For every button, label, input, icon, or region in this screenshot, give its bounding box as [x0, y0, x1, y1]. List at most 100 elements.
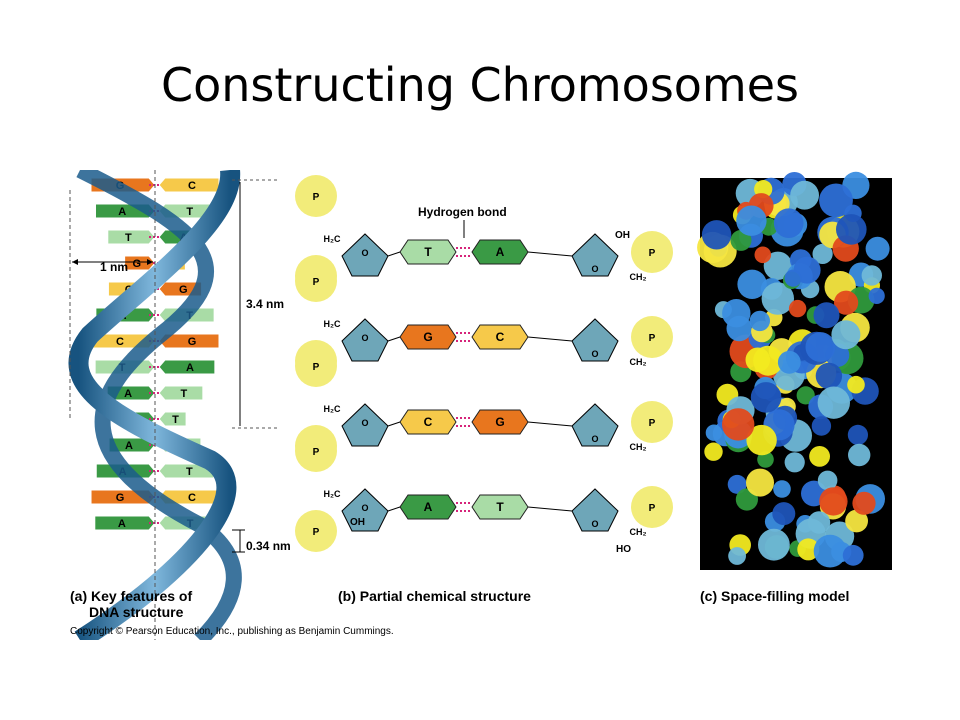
atom-sphere [746, 424, 777, 456]
ch2-left-label: H₂C [324, 319, 341, 329]
base-right [471, 409, 529, 435]
caption-a-line1: (a) Key features of [70, 588, 193, 604]
glycosidic-bond-left [387, 251, 401, 257]
caption-b: (b) Partial chemical structure [338, 588, 531, 604]
sugar-left [341, 488, 389, 532]
oh-top-label: OH [615, 230, 630, 241]
base-left-letter: C [424, 415, 433, 429]
sugar-right-oxygen: O [591, 434, 598, 444]
base-right-letter: G [495, 415, 504, 429]
base-right-letter: G [179, 284, 188, 296]
base-left-letter: A [118, 518, 126, 530]
glycosidic-bond-right [527, 506, 573, 512]
glycosidic-bond-left [387, 506, 401, 512]
atom-sphere [772, 502, 796, 526]
phosphate-circle-right [631, 486, 673, 528]
sugar-right [571, 233, 619, 277]
base-right-letter: T [496, 500, 504, 514]
atom-sphere [817, 386, 850, 419]
atom-sphere [817, 470, 838, 491]
atom-sphere [796, 386, 815, 405]
atom-sphere [865, 236, 890, 261]
ch2-right-label: CH₂ [630, 442, 647, 452]
sugar-right-oxygen: O [591, 519, 598, 529]
rise-label: 0.34 nm [246, 539, 291, 553]
atom-sphere [815, 362, 843, 390]
ch2-left-label: H₂C [324, 234, 341, 244]
phosphate-circle-left [295, 175, 337, 217]
atom-sphere [861, 265, 882, 286]
atom-sphere [784, 269, 802, 287]
atom-sphere [813, 302, 840, 329]
caption-a: (a) Key features of DNA structure [70, 588, 192, 620]
atom-sphere [842, 544, 864, 566]
phosphate-circle-left [295, 345, 337, 387]
atom-sphere [754, 246, 772, 264]
base-left [107, 229, 156, 245]
base-right-letter: C [188, 492, 196, 504]
phosphate-p: P [649, 418, 656, 429]
panel-c-space-filling-model [697, 171, 892, 570]
phosphate-circle-right [631, 231, 673, 273]
base-right [471, 239, 529, 265]
base-left-letter: A [424, 500, 433, 514]
base-right-letter: T [186, 206, 193, 218]
phosphate-p: P [313, 362, 320, 373]
atom-sphere [848, 443, 871, 467]
base-left-letter: A [124, 388, 132, 400]
base-right-letter: T [186, 466, 193, 478]
atom-sphere [868, 287, 885, 304]
base-right-letter: C [496, 330, 505, 344]
sugar-left [341, 233, 389, 277]
glycosidic-bond-right [527, 421, 573, 427]
atom-sphere [812, 243, 833, 264]
base-right [158, 359, 216, 375]
phosphate-circle-right [631, 316, 673, 358]
phosphate-p: P [313, 192, 320, 203]
sugar-left [341, 403, 389, 447]
atom-sphere [819, 487, 848, 516]
base-right [158, 333, 220, 349]
base-right-letter: C [188, 180, 196, 192]
width-arrow-head-left [72, 259, 78, 265]
caption-c: (c) Space-filling model [700, 588, 850, 604]
atom-sphere [722, 408, 755, 441]
base-left-letter: G [133, 258, 142, 270]
nucleotide-row: PPPH₂CCH₂OOCG [295, 345, 673, 467]
atom-sphere [809, 446, 830, 467]
sugar-left [341, 318, 389, 362]
sugar-right [571, 318, 619, 362]
atom-sphere [852, 491, 876, 515]
atom-sphere [805, 332, 836, 362]
sugar-left-oxygen: O [361, 418, 368, 428]
phosphate-p: P [313, 527, 320, 538]
ch2-right-label: CH₂ [630, 272, 647, 282]
glycosidic-bond-left [387, 421, 401, 427]
caption-a-line2: DNA structure [89, 604, 184, 620]
atom-sphere [727, 474, 747, 494]
copyright-notice: Copyright © Pearson Education, Inc., pub… [70, 626, 394, 637]
base-right [471, 324, 529, 350]
base-left-letter: T [424, 245, 432, 259]
atom-sphere [763, 251, 793, 280]
ch2-right-label: CH₂ [630, 527, 647, 537]
atom-sphere [777, 350, 801, 374]
atom-sphere [788, 299, 807, 318]
glycosidic-bond-left [387, 336, 401, 342]
base-right [471, 494, 529, 520]
oh-bottom-label: OH [350, 517, 365, 528]
nucleotide-rows: PPPH₂CCH₂OOTAPPPH₂CCH₂OOGCPPPH₂CCH₂OOCGP… [295, 175, 673, 552]
atom-sphere [847, 375, 865, 394]
atom-sphere [749, 310, 770, 332]
atom-sphere [811, 416, 832, 436]
ch2-left-label: H₂C [324, 489, 341, 499]
base-left-letter: A [118, 206, 126, 218]
base-left-letter: C [116, 336, 124, 348]
atom-sphere [750, 382, 782, 413]
atom-sphere [728, 547, 746, 565]
atom-sphere [736, 205, 767, 236]
atom-sphere [730, 229, 752, 251]
atom-sphere [757, 451, 774, 468]
